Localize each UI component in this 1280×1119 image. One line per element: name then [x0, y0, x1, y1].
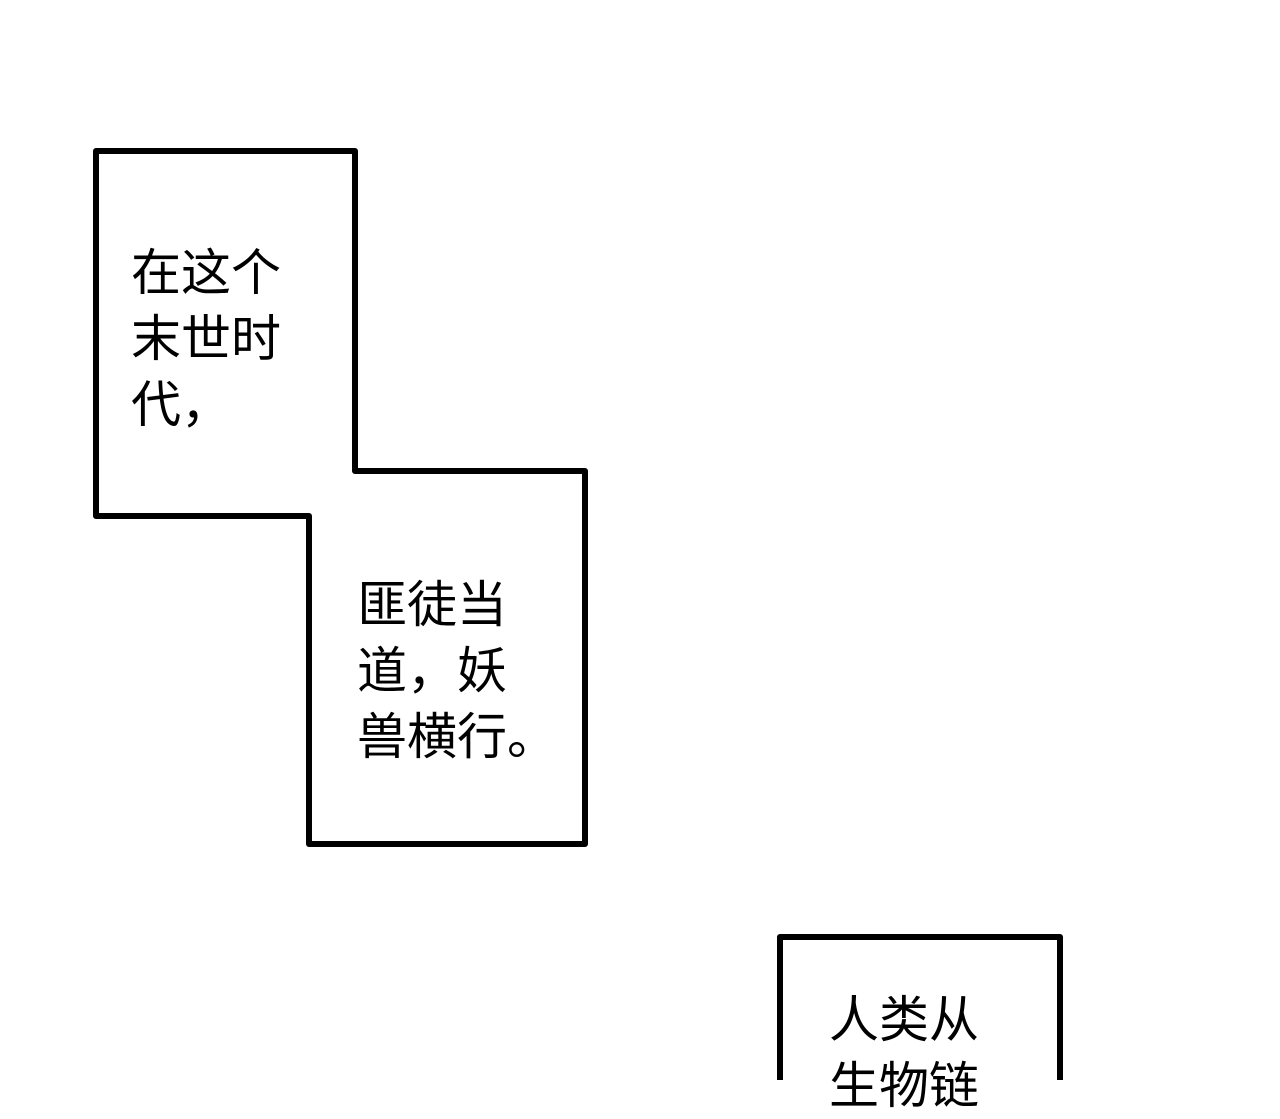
- caption-2-line-3: 兽横行。: [357, 708, 557, 766]
- caption-3-line-2: 生物链: [829, 1057, 979, 1115]
- caption-2-line-1: 匪徒当: [357, 576, 507, 634]
- caption-2-line-2: 道，妖: [357, 642, 507, 700]
- caption-1-line-2: 末世时: [131, 310, 281, 368]
- caption-1-line-1: 在这个: [131, 244, 281, 302]
- caption-box-3-outline: [777, 934, 1063, 1080]
- caption-3-line-1: 人类从: [829, 991, 979, 1049]
- caption-1-line-3: 代，: [131, 376, 231, 434]
- caption-box-outlines: [93, 148, 1063, 1080]
- caption-box-1-2-outline: [93, 148, 588, 847]
